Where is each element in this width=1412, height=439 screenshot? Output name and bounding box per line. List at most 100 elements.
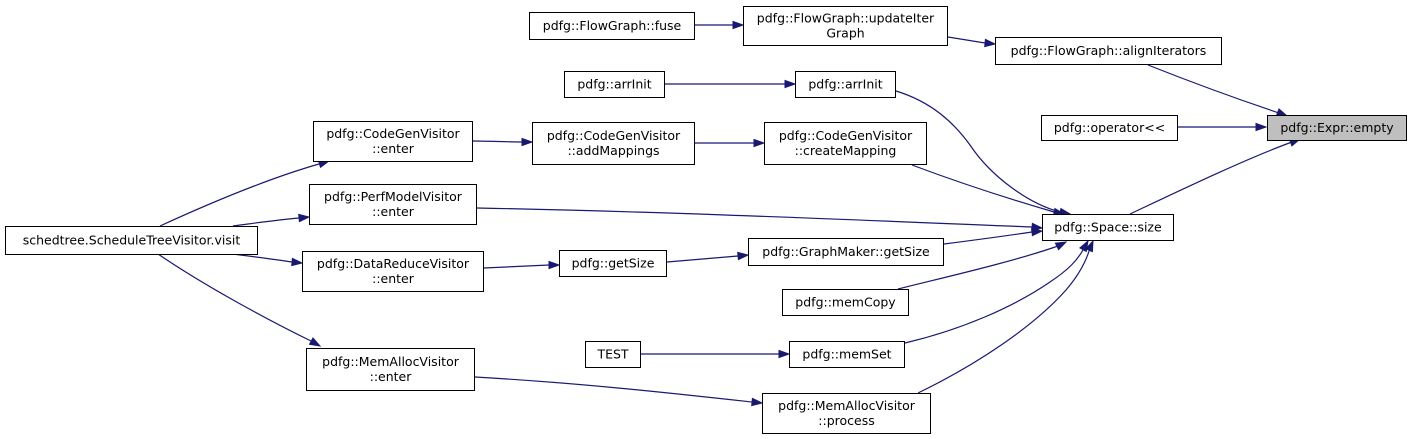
- node-box: [559, 250, 667, 277]
- node-test[interactable]: TEST: [585, 341, 641, 368]
- node-align-iterators[interactable]: pdfg::FlowGraph::alignIterators: [995, 37, 1222, 65]
- node-label: pdfg::Expr::empty: [1280, 120, 1394, 135]
- node-create-mapping[interactable]: pdfg::CodeGenVisitor::createMapping: [764, 122, 927, 165]
- node-expr-empty[interactable]: pdfg::Expr::empty: [1267, 115, 1407, 141]
- edge-line: [474, 376, 753, 403]
- edge-arrowhead: [291, 257, 304, 267]
- edge-line: [917, 247, 1091, 394]
- node-memalloc-process[interactable]: pdfg::MemAllocVisitor::process: [762, 393, 931, 434]
- node-box: [995, 37, 1222, 65]
- edge-arrowhead: [784, 79, 797, 89]
- node-label: ::addMappings: [567, 143, 659, 158]
- node-box: [748, 238, 944, 266]
- edge-operator-lshift-to-expr-empty: [1178, 122, 1268, 132]
- node-graphmaker-getsize[interactable]: pdfg::GraphMaker::getSize: [748, 238, 944, 266]
- node-label: Graph: [826, 26, 864, 41]
- node-label: pdfg::MemAllocVisitor: [322, 354, 460, 369]
- node-box: [5, 226, 258, 255]
- edge-line: [157, 253, 312, 342]
- edge-line: [904, 247, 1085, 344]
- node-box: [302, 251, 484, 292]
- node-label: ::enter: [370, 369, 413, 384]
- edge-arrowhead: [737, 251, 750, 261]
- node-label: pdfg::FlowGraph::fuse: [543, 18, 682, 33]
- edge-arrowhead: [1054, 241, 1068, 251]
- edge-line: [1129, 141, 1293, 215]
- edge-arrowhead: [751, 397, 764, 407]
- edge-perfmodel-enter-to-space-size: [476, 207, 1044, 232]
- edge-arrowhead: [753, 138, 766, 148]
- edge-line: [159, 163, 320, 227]
- edge-line: [232, 253, 293, 263]
- edge-update-iter-graph-to-align-iterators: [947, 36, 997, 48]
- edge-line: [483, 264, 550, 269]
- node-arr-init-caller[interactable]: pdfg::arrInit: [564, 71, 665, 98]
- node-label: pdfg::memSet: [802, 347, 891, 362]
- edge-getsize-to-graphmaker-getsize: [666, 251, 750, 263]
- edge-space-size-to-expr-empty: [1129, 138, 1302, 215]
- node-label: ::enter: [372, 141, 415, 156]
- edge-line: [666, 255, 739, 263]
- edge-line: [943, 231, 1033, 245]
- node-label: ::enter: [372, 204, 415, 219]
- edge-schedtree-visit-to-perfmodel-enter: [232, 213, 311, 227]
- node-fuse[interactable]: pdfg::FlowGraph::fuse: [529, 12, 695, 40]
- node-box: [309, 184, 477, 225]
- edge-line: [472, 140, 523, 143]
- node-label: pdfg::arrInit: [577, 77, 651, 92]
- node-operator-lshift[interactable]: pdfg::operator<<: [1041, 115, 1178, 141]
- edge-arrowhead: [308, 337, 322, 347]
- node-box: [1267, 115, 1407, 141]
- edge-arrowhead: [1079, 239, 1089, 253]
- node-label: pdfg::CodeGenVisitor: [326, 126, 460, 141]
- edge-test-to-memset: [641, 349, 791, 359]
- node-schedtree-visit[interactable]: schedtree.ScheduleTreeVisitor.visit: [5, 226, 258, 255]
- node-label: pdfg::FlowGraph::updateIter: [757, 11, 935, 26]
- edge-add-mappings-to-create-mapping: [695, 138, 766, 148]
- node-box: [795, 71, 896, 98]
- nodes-layer: pdfg::Expr::empty pdfg::FlowGraph::alignI…: [5, 6, 1407, 434]
- edge-line: [895, 90, 1061, 213]
- edge-schedtree-visit-to-datareduce-enter: [232, 253, 304, 267]
- edge-arrowhead: [1255, 122, 1268, 132]
- node-getsize[interactable]: pdfg::getSize: [559, 250, 667, 277]
- node-memalloc-enter[interactable]: pdfg::MemAllocVisitor::enter: [306, 348, 475, 391]
- node-label: ::createMapping: [795, 143, 897, 158]
- node-box: [564, 71, 665, 98]
- edge-memalloc-process-to-space-size: [917, 239, 1094, 394]
- edge-arrowhead: [984, 38, 997, 48]
- edge-memcopy-to-space-size: [897, 241, 1068, 290]
- edge-arrowhead: [521, 137, 534, 147]
- node-codegen-enter[interactable]: pdfg::CodeGenVisitor::enter: [313, 121, 473, 162]
- edge-line: [897, 245, 1059, 290]
- node-label: pdfg::CodeGenVisitor: [547, 128, 681, 143]
- edge-memalloc-enter-to-memalloc-process: [474, 376, 764, 407]
- node-label: pdfg::CodeGenVisitor: [779, 128, 913, 143]
- node-datareduce-enter[interactable]: pdfg::DataReduceVisitor::enter: [302, 251, 484, 292]
- edges-layer: [157, 20, 1302, 407]
- node-memcopy[interactable]: pdfg::memCopy: [782, 289, 909, 316]
- node-label: pdfg::operator<<: [1054, 120, 1165, 135]
- node-box: [529, 12, 695, 40]
- edge-schedtree-visit-to-memalloc-enter: [157, 253, 322, 347]
- node-box: [532, 122, 695, 165]
- edge-fuse-to-update-iter-graph: [695, 20, 745, 30]
- edge-arrowhead: [1084, 239, 1094, 253]
- edge-line: [911, 164, 1055, 213]
- edge-arrowhead: [548, 260, 561, 270]
- node-perfmodel-enter[interactable]: pdfg::PerfModelVisitor::enter: [309, 184, 477, 225]
- node-box: [313, 121, 473, 162]
- node-space-size[interactable]: pdfg::Space::size: [1042, 214, 1174, 241]
- edge-codegen-enter-to-add-mappings: [472, 137, 534, 147]
- node-label: pdfg::Space::size: [1054, 220, 1162, 235]
- node-add-mappings[interactable]: pdfg::CodeGenVisitor::addMappings: [532, 122, 695, 165]
- node-arr-init[interactable]: pdfg::arrInit: [795, 71, 896, 98]
- edge-arrowhead: [732, 20, 745, 30]
- edge-graphmaker-getsize-to-space-size: [943, 227, 1044, 245]
- node-box: [306, 348, 475, 391]
- node-memset[interactable]: pdfg::memSet: [789, 341, 905, 368]
- node-box: [1042, 214, 1174, 241]
- edge-arrowhead: [778, 349, 791, 359]
